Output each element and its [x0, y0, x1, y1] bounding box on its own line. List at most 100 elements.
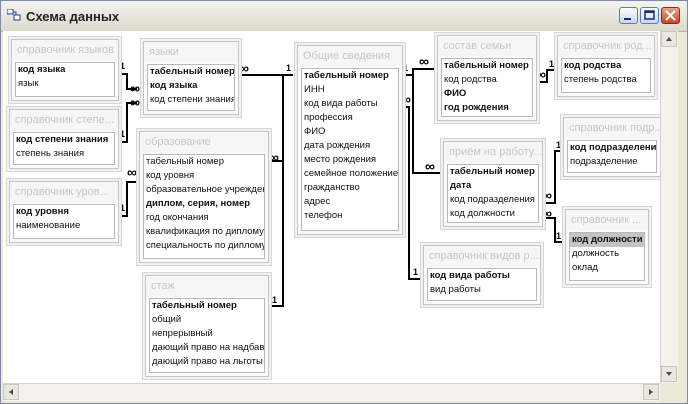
relation-line[interactable] — [401, 74, 441, 174]
field[interactable]: код уровня — [146, 170, 195, 181]
field-key[interactable]: табельный номер — [304, 70, 389, 81]
field[interactable]: профессия — [304, 112, 353, 123]
table-stazh[interactable]: стаж табельный номер общий непрерывный д… — [145, 275, 269, 377]
field[interactable]: семейное положение — [304, 168, 398, 179]
field-list[interactable]: табельный номер ИНН код вида работы проф… — [301, 68, 399, 231]
relation-line[interactable] — [117, 73, 137, 90]
table-sprav-podrazdeleniy[interactable]: справочник подр... код подразделения под… — [563, 117, 660, 177]
field[interactable]: гражданство — [304, 182, 360, 193]
table-title[interactable]: образование — [140, 132, 268, 152]
table-title[interactable]: приём на работу... — [444, 142, 542, 162]
field[interactable]: должность — [572, 248, 620, 259]
field-key[interactable]: год рождения — [444, 102, 509, 113]
close-button[interactable] — [661, 7, 680, 24]
field-list[interactable]: табельный номер общий непрерывный дающий… — [149, 298, 265, 373]
field-key[interactable]: табельный номер — [152, 300, 237, 311]
table-yazyki[interactable]: языки табельный номер код языка код степ… — [143, 41, 239, 115]
field-list[interactable]: код родства степень родства — [561, 58, 651, 93]
table-sprav-vidov-raboty[interactable]: справочник видов р... код вида работы ви… — [423, 245, 541, 305]
table-title[interactable]: языки — [144, 42, 238, 62]
horizontal-scrollbar[interactable] — [3, 383, 660, 401]
field[interactable]: подразделение — [570, 156, 638, 167]
field[interactable]: код степени знания — [150, 94, 234, 105]
table-title[interactable]: справочник уров... — [10, 182, 118, 202]
table-sprav-rodstva[interactable]: справочник род... код родства степень ро… — [557, 35, 655, 97]
table-title[interactable]: справочник род... — [558, 36, 654, 56]
relation-line[interactable] — [535, 69, 557, 83]
field-key[interactable]: табельный номер — [444, 60, 529, 71]
field-key[interactable]: код родства — [564, 60, 622, 71]
vertical-scrollbar[interactable] — [660, 31, 678, 383]
table-title[interactable]: справочник видов р... — [424, 246, 540, 266]
relation-line[interactable] — [269, 74, 293, 307]
field-key[interactable]: код языка — [18, 64, 66, 75]
field[interactable]: дата рождения — [304, 140, 371, 151]
table-title[interactable]: состав семьи — [438, 36, 536, 56]
field[interactable]: код подразделения — [450, 194, 535, 205]
field[interactable]: дающий право на льготы — [152, 356, 263, 367]
field-list[interactable]: код степени знания степень знания — [13, 132, 115, 165]
table-title[interactable]: справочник языков — [12, 40, 118, 60]
field[interactable]: оклад — [572, 262, 598, 273]
field[interactable]: место рождения — [304, 154, 377, 165]
field[interactable]: ФИО — [304, 126, 326, 137]
field[interactable]: телефон — [304, 210, 343, 221]
relation-line[interactable] — [541, 150, 563, 204]
field-list[interactable]: код языка язык — [15, 62, 115, 97]
field[interactable]: степень знания — [16, 148, 85, 159]
field[interactable]: образовательное учреждение — [146, 184, 264, 195]
table-obshchie-svedeniya[interactable]: Общие сведения табельный номер ИНН код в… — [297, 45, 403, 235]
minimize-button[interactable] — [619, 7, 638, 24]
field[interactable]: язык — [18, 78, 39, 89]
title-bar[interactable]: Схема данных — [1, 1, 687, 32]
field[interactable]: адрес — [304, 196, 331, 207]
table-title[interactable]: справочник ... — [566, 210, 648, 230]
table-title[interactable]: справочник степе... — [10, 110, 118, 130]
maximize-button[interactable] — [640, 7, 659, 24]
field[interactable]: непрерывный — [152, 328, 213, 339]
table-title[interactable]: Общие сведения — [298, 46, 402, 66]
field[interactable]: код вида работы — [304, 98, 378, 109]
table-title[interactable]: стаж — [146, 276, 268, 296]
field-key[interactable]: код языка — [150, 80, 198, 91]
field[interactable]: год окончания — [146, 212, 209, 223]
table-obrazovanie[interactable]: образование табельный номер код уровня о… — [139, 131, 269, 263]
field-list[interactable]: код подразделения подразделение — [567, 140, 657, 173]
field[interactable]: квалификация по диплому — [146, 226, 264, 237]
field-key[interactable]: дата — [450, 180, 472, 191]
scroll-right-button[interactable] — [643, 384, 659, 400]
relation-line[interactable] — [117, 102, 137, 143]
field-key[interactable]: код уровня — [16, 206, 69, 217]
field[interactable]: код должности — [450, 208, 515, 219]
relation-line[interactable] — [401, 106, 421, 280]
field-list[interactable]: табельный номер код уровня образовательн… — [143, 154, 265, 259]
field-list[interactable]: табельный номер код языка код степени зн… — [147, 64, 235, 111]
field-key[interactable]: табельный номер — [150, 66, 234, 77]
field-key-selected[interactable]: код должности — [570, 233, 644, 247]
field[interactable]: специальность по диплому — [146, 240, 264, 251]
field[interactable]: табельный номер — [146, 156, 224, 167]
field-list[interactable]: код должности должность оклад — [569, 232, 645, 281]
field-key[interactable]: код подразделения — [570, 142, 656, 153]
table-sprav-dolzhnostey[interactable]: справочник ... код должности должность о… — [565, 209, 649, 285]
relation-line[interactable] — [117, 181, 137, 217]
field-key[interactable]: диплом, серия, номер — [146, 198, 251, 209]
relation-line[interactable] — [541, 217, 565, 243]
table-sprav-urovnya[interactable]: справочник уров... код уровня наименован… — [9, 181, 119, 243]
field-key[interactable]: ФИО — [444, 88, 467, 99]
field-list[interactable]: табельный номер код родства ФИО год рожд… — [441, 58, 533, 117]
field-list[interactable]: код вида работы вид работы — [427, 268, 537, 301]
field[interactable]: наименование — [16, 220, 81, 231]
field[interactable]: код родства — [444, 74, 497, 85]
scroll-down-button[interactable] — [661, 366, 677, 382]
field-key[interactable]: табельный номер — [450, 166, 535, 177]
table-sprav-stepeni[interactable]: справочник степе... код степени знания с… — [9, 109, 119, 169]
field[interactable]: дающий право на надбавку — [152, 342, 264, 353]
scroll-left-button[interactable] — [3, 384, 19, 400]
scroll-up-button[interactable] — [661, 31, 677, 47]
field-key[interactable]: код степени знания — [16, 134, 109, 145]
field[interactable]: вид работы — [430, 284, 481, 295]
field-key[interactable]: код вида работы — [430, 270, 510, 281]
field[interactable]: общий — [152, 314, 182, 325]
relationships-canvas[interactable]: 1 ∞ 1 ∞ 1 ∞ 1 ∞ ∞ 1 1 ∞ ∞ ∞ 1 1 ∞ 1 ∞ 1 — [3, 31, 660, 383]
